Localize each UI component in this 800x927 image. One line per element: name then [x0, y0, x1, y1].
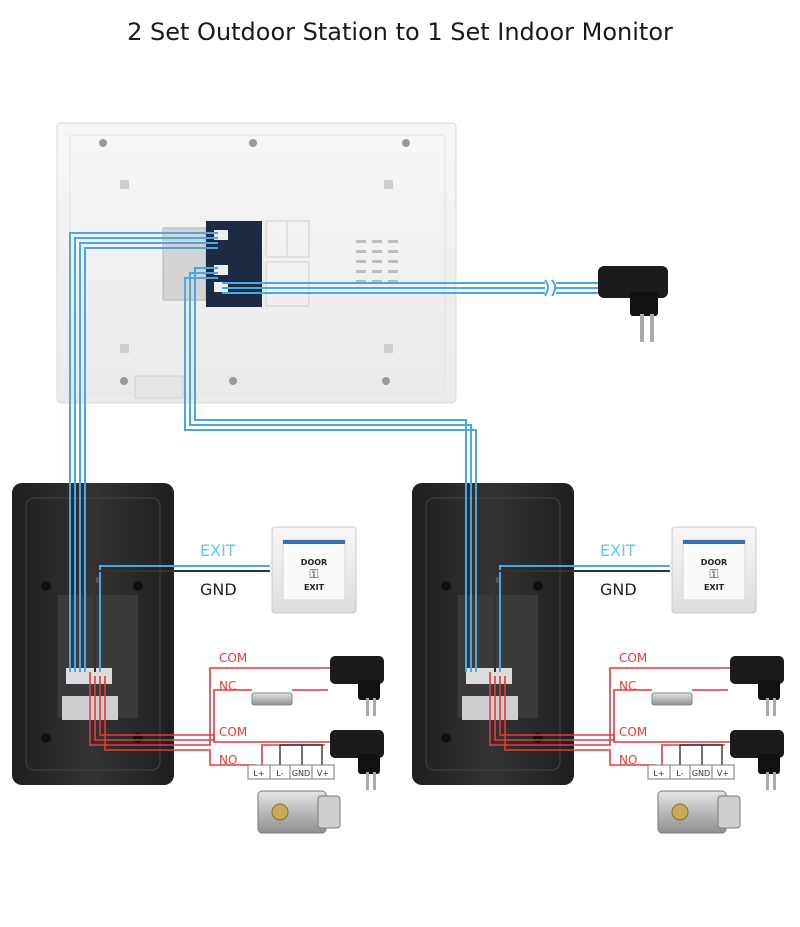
- terminal-l-minus: L-: [676, 769, 683, 778]
- magnetic-lock-left: [251, 692, 293, 706]
- exit-label-right: EXIT: [600, 541, 636, 560]
- exit-button-right: DOOR ⚿ EXIT: [671, 526, 757, 614]
- electric-lock-adapter-left: [330, 730, 384, 790]
- terminal-block-left: L+ L- GND V+: [247, 764, 335, 780]
- electric-lock-left: [257, 790, 341, 834]
- magnetic-lock-right: [651, 692, 693, 706]
- com1-label-left: COM: [219, 651, 247, 665]
- mag-lock-adapter-left: [330, 656, 384, 716]
- monitor-cables: [69, 232, 598, 672]
- gnd-label-left: GND: [200, 580, 237, 599]
- exit-wire-right: [494, 565, 670, 672]
- no-label-left: NO: [219, 753, 237, 767]
- terminal-gnd: GND: [292, 769, 310, 778]
- terminal-v-plus: V+: [717, 769, 729, 778]
- terminal-block-right: L+ L- GND V+: [647, 764, 735, 780]
- nc-label-right: NC: [619, 679, 636, 693]
- button-bottom-label: EXIT: [704, 583, 725, 592]
- exit-label-left: EXIT: [200, 541, 236, 560]
- svg-text:⚿: ⚿: [709, 567, 718, 581]
- outdoor-station-left: [12, 483, 174, 785]
- terminal-l-minus: L-: [276, 769, 283, 778]
- mag-lock-adapter-right: [730, 656, 784, 716]
- lock-terminal-wires-left: [279, 744, 323, 765]
- lock-terminal-wires-right: [679, 744, 723, 765]
- svg-text:⚿: ⚿: [309, 567, 318, 581]
- terminal-v-plus: V+: [317, 769, 329, 778]
- exit-button-left: DOOR ⚿ EXIT: [271, 526, 357, 614]
- monitor-power-adapter: [598, 266, 668, 342]
- exit-wire-left: [94, 565, 270, 672]
- com1-label-right: COM: [619, 651, 647, 665]
- terminal-l-plus: L+: [653, 769, 664, 778]
- terminal-l-plus: L+: [253, 769, 264, 778]
- com2-label-left: COM: [219, 725, 247, 739]
- no-label-right: NO: [619, 753, 637, 767]
- diagram-title: 2 Set Outdoor Station to 1 Set Indoor Mo…: [127, 18, 673, 46]
- button-top-label: DOOR: [301, 558, 327, 567]
- button-bottom-label: EXIT: [304, 583, 325, 592]
- terminal-gnd: GND: [692, 769, 710, 778]
- red-wires-right: [489, 667, 730, 766]
- indoor-monitor: [56, 122, 457, 404]
- nc-label-left: NC: [219, 679, 236, 693]
- gnd-label-right: GND: [600, 580, 637, 599]
- electric-lock-adapter-right: [730, 730, 784, 790]
- button-top-label: DOOR: [701, 558, 727, 567]
- electric-lock-right: [657, 790, 741, 834]
- com2-label-right: COM: [619, 725, 647, 739]
